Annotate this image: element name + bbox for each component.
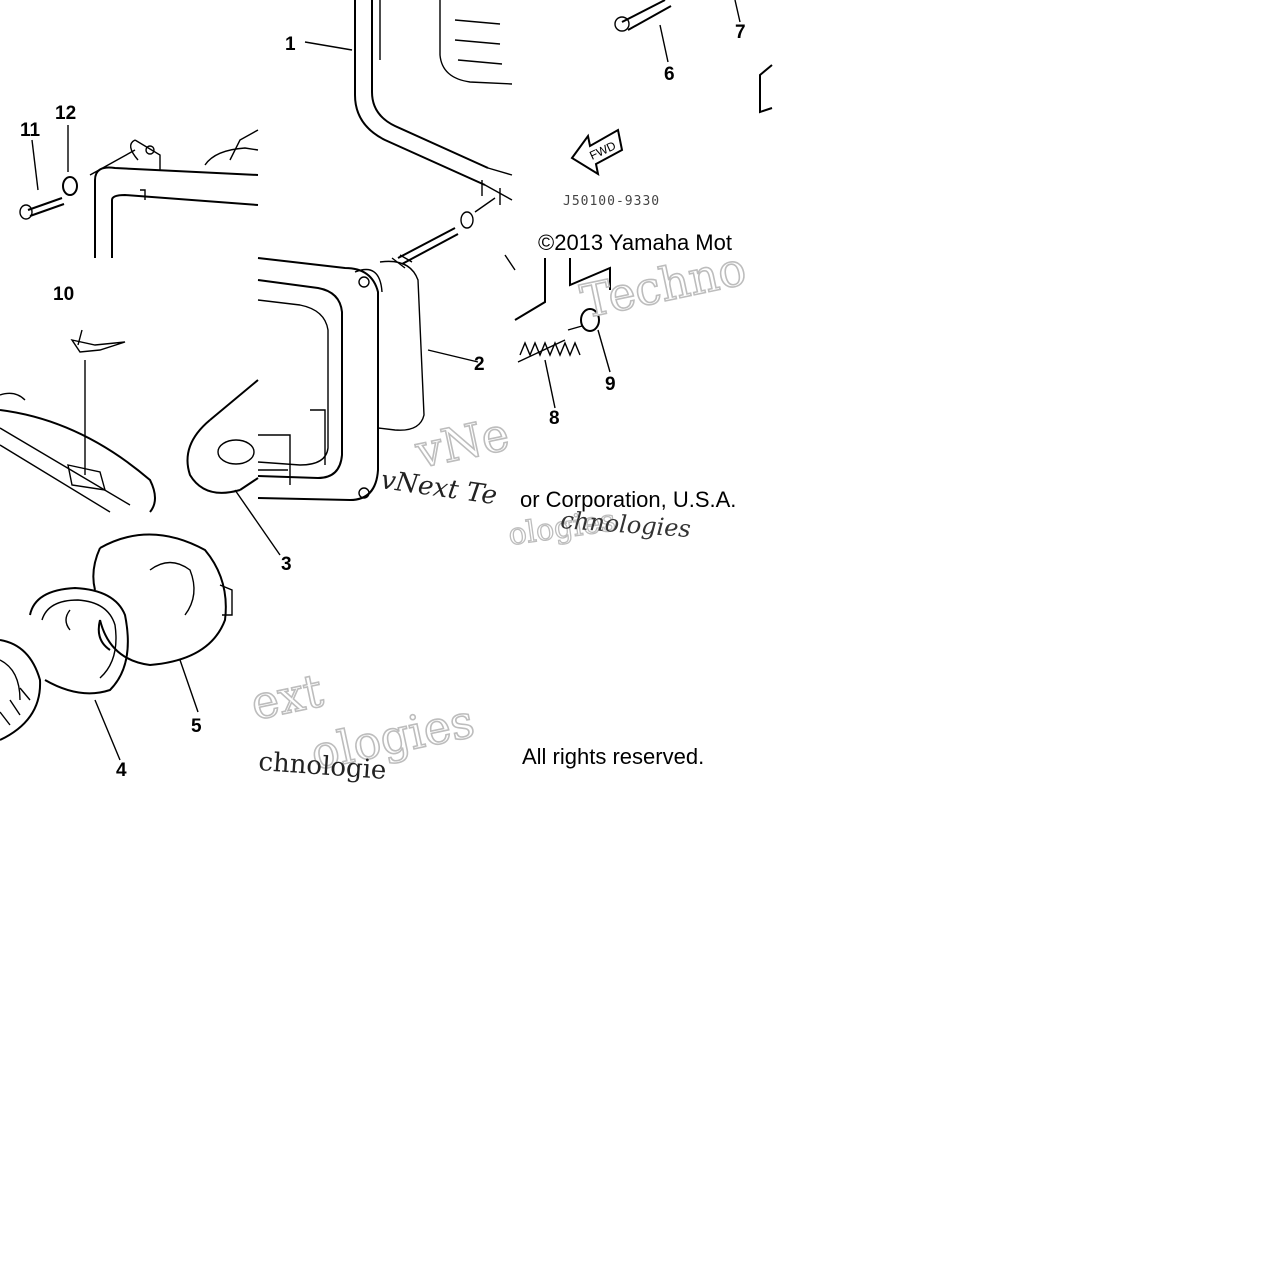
- callout-12: 12: [55, 103, 76, 124]
- mounting-bracket-lines: [514, 258, 611, 321]
- callout-5: 5: [191, 716, 202, 737]
- part-8-spring: [517, 339, 581, 363]
- watermark-2: vNe: [410, 407, 514, 479]
- part-10-clip: [70, 329, 126, 353]
- copyright-line-1: ©2013 Yamaha Mot: [538, 230, 732, 255]
- headlight-lens: [0, 392, 156, 513]
- part-5-reflector-cup: [92, 533, 233, 667]
- callout-10: 10: [53, 284, 74, 305]
- part-4-bulb-holder: [0, 586, 129, 741]
- callout-1: 1: [285, 34, 296, 55]
- callout-9: 9: [605, 374, 616, 395]
- watermark-5: ext: [246, 663, 328, 731]
- inner-housing-left: [94, 129, 259, 258]
- part-9-nut: [567, 308, 600, 332]
- callout-2: 2: [474, 354, 485, 375]
- part-12-washer: [62, 149, 136, 196]
- part-code: J50100-9330: [563, 194, 660, 209]
- watermark-3: vNext Te: [379, 465, 499, 511]
- fwd-label: FWD: [587, 138, 618, 162]
- callout-6: 6: [664, 64, 675, 85]
- part-11-bolt: [19, 197, 65, 220]
- copyright-line-2: or Corporation, U.S.A.: [520, 487, 736, 512]
- part-2-headlight-housing: [257, 254, 425, 502]
- adjusting-screw: [397, 197, 516, 271]
- callout-3: 3: [281, 554, 292, 575]
- part-3-bulb-socket: [186, 379, 326, 494]
- callout-4: 4: [116, 760, 127, 781]
- callout-7: 7: [735, 22, 746, 43]
- rights-text: All rights reserved.: [522, 744, 704, 769]
- callout-8: 8: [549, 408, 560, 429]
- leader-lines: [31, 0, 741, 761]
- callout-11: 11: [20, 120, 41, 141]
- callouts: 1 2 3 4 5 6 7 8 9 10 11 12: [20, 22, 746, 781]
- fwd-arrow-icon: FWD: [570, 128, 624, 177]
- part-1-headlight-rim: [354, 0, 513, 205]
- part-6-screw: [614, 0, 672, 32]
- part-7-bracket: [759, 64, 773, 114]
